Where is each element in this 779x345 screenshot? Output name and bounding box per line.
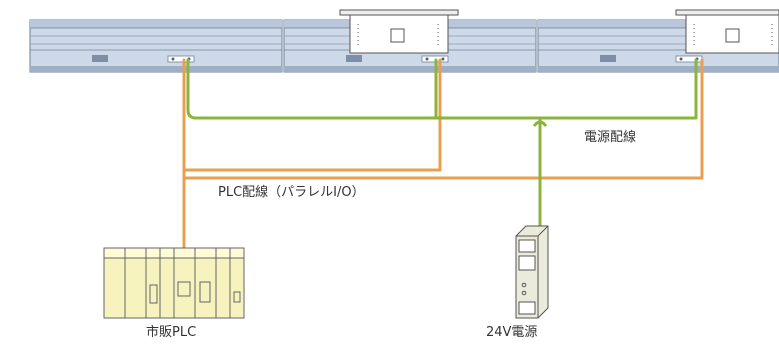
plc-wiring-label: PLC配線（パラレルI/O） bbox=[218, 185, 365, 200]
conveyor-unit-1 bbox=[29, 19, 283, 73]
power-supply-label: 24V電源 bbox=[486, 325, 538, 340]
plc-wiring bbox=[182, 58, 704, 250]
conveyor-unit-3 bbox=[537, 9, 779, 73]
plc-label: 市販PLC bbox=[146, 325, 197, 340]
power-wiring bbox=[186, 58, 698, 232]
plc-device bbox=[103, 247, 245, 319]
conveyor-unit-2 bbox=[283, 9, 537, 73]
power-supply-device bbox=[515, 225, 549, 319]
power-wiring-label: 電源配線 bbox=[584, 130, 637, 145]
power-junction bbox=[532, 120, 548, 127]
